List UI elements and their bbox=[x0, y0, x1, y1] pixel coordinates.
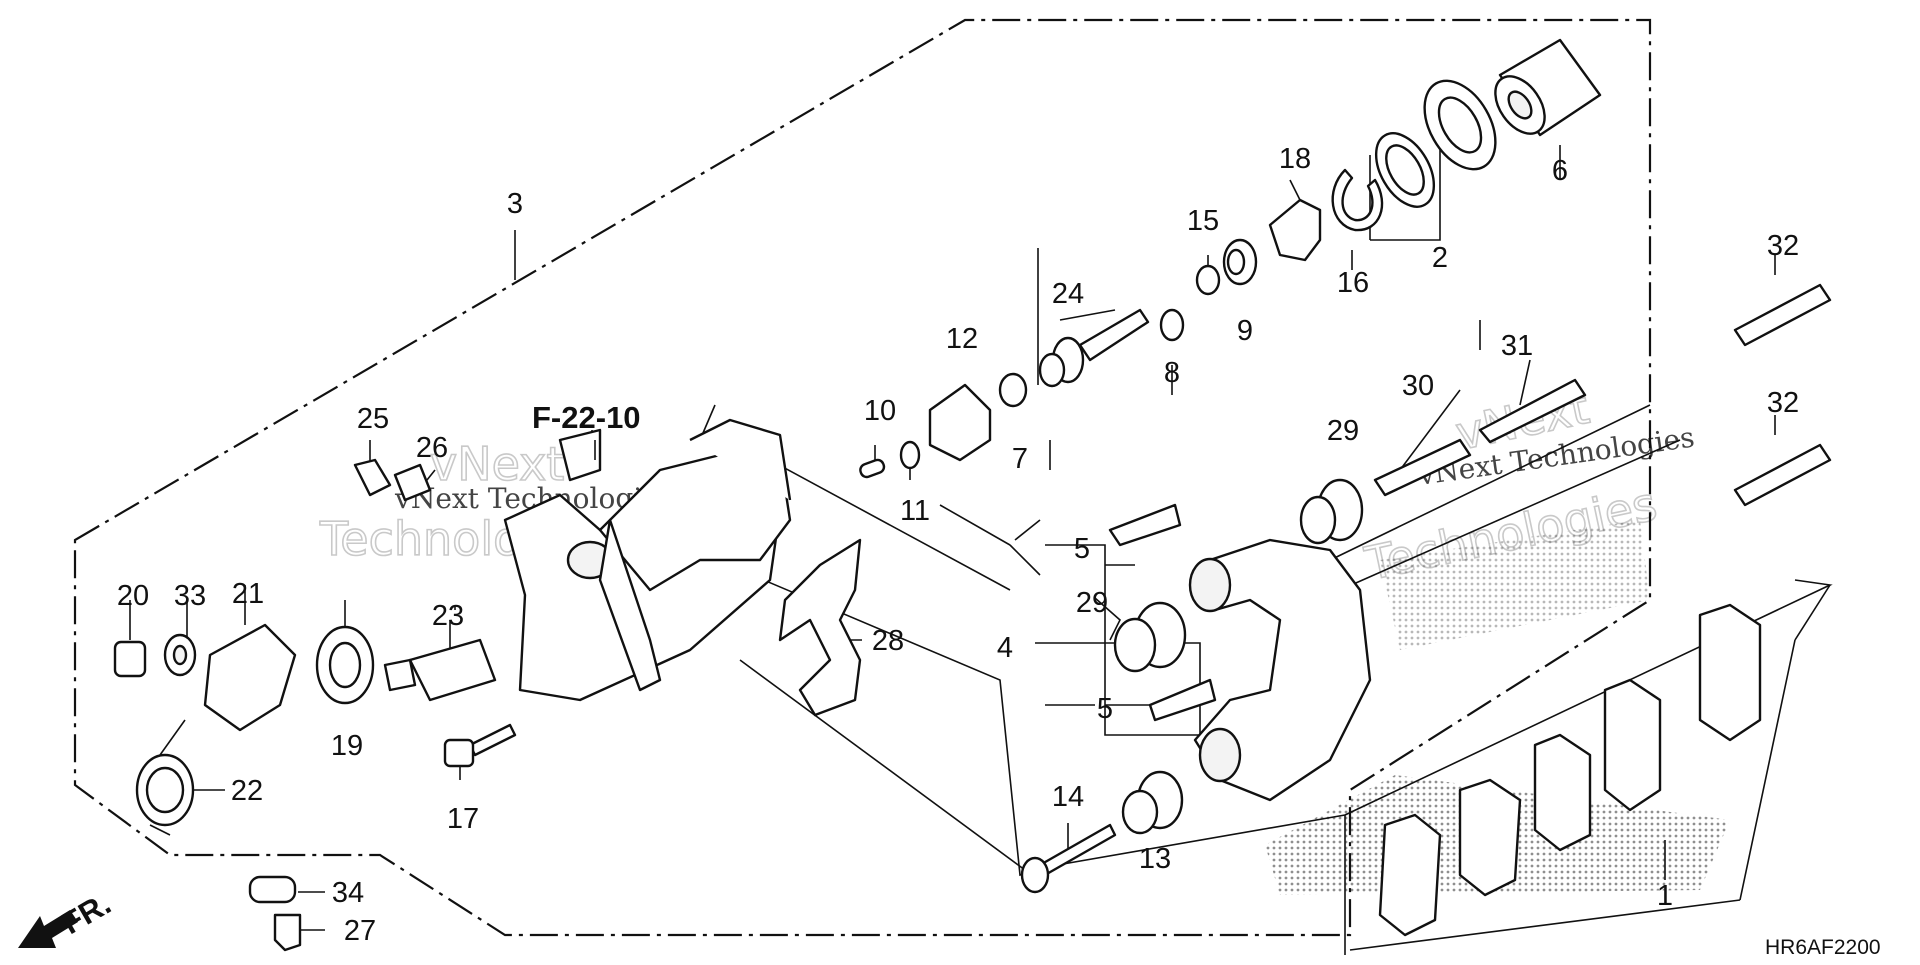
part-19-boot bbox=[315, 625, 375, 705]
watermark-line1: vNext bbox=[430, 437, 564, 491]
callout-23: 23 bbox=[432, 600, 464, 632]
callout-21: 21 bbox=[232, 578, 264, 610]
drawing-code: HR6AF2200 bbox=[1765, 936, 1881, 959]
callout-8: 8 bbox=[1164, 357, 1180, 389]
callout-7: 7 bbox=[1012, 443, 1028, 475]
part-7-washer bbox=[998, 372, 1028, 408]
part-14-slide-pin bbox=[1020, 823, 1117, 894]
callout-29a: 29 bbox=[1327, 415, 1359, 447]
part-26-cap bbox=[393, 463, 432, 502]
part-3-caliper-body bbox=[503, 418, 792, 702]
part-32-bolt-lower bbox=[1733, 443, 1832, 507]
callout-14: 14 bbox=[1052, 781, 1084, 813]
callout-27: 27 bbox=[344, 915, 376, 947]
part-20-nut bbox=[113, 640, 147, 678]
part-6-bushing bbox=[1494, 38, 1602, 137]
part-5-pad-clip-lower bbox=[1148, 678, 1217, 722]
part-32-bolt-upper bbox=[1733, 283, 1832, 347]
callout-32b: 32 bbox=[1767, 387, 1799, 419]
part-2-piston-seals bbox=[1374, 79, 1497, 208]
callout-25: 25 bbox=[357, 403, 389, 435]
callout-22: 22 bbox=[231, 775, 263, 807]
part-18-adjuster-spring bbox=[1268, 198, 1322, 262]
callout-17: 17 bbox=[447, 803, 479, 835]
front-direction-arrow: FR. bbox=[18, 886, 117, 948]
part-4-caliper-bracket bbox=[1188, 538, 1372, 802]
part-9-spring bbox=[1222, 238, 1258, 286]
reference-label: F-22-10 bbox=[532, 400, 641, 435]
part-30-slide-pin bbox=[1373, 438, 1472, 497]
callout-31: 31 bbox=[1501, 330, 1533, 362]
part-22-spring bbox=[135, 719, 195, 836]
callout-4: 4 bbox=[997, 632, 1013, 664]
part-29-boot-lower bbox=[1113, 601, 1187, 673]
shading-behind-bracket bbox=[1380, 520, 1650, 650]
callout-33: 33 bbox=[174, 580, 206, 612]
callout-12: 12 bbox=[946, 323, 978, 355]
callout-3: 3 bbox=[507, 188, 523, 220]
part-33-washer bbox=[163, 633, 197, 677]
callout-13: 13 bbox=[1139, 843, 1171, 875]
part-24-adjuster-bolt bbox=[1038, 308, 1150, 388]
part-12-cam bbox=[928, 383, 992, 462]
part-25-bleeder bbox=[353, 458, 392, 497]
callout-10: 10 bbox=[864, 395, 896, 427]
part-27-clip bbox=[273, 913, 302, 952]
pad-set-outline-right bbox=[1349, 584, 1831, 951]
part-13-boot bbox=[1121, 770, 1184, 835]
callout-6: 6 bbox=[1552, 155, 1568, 187]
part-34-cap bbox=[248, 875, 297, 904]
part-29-boot-upper bbox=[1299, 478, 1364, 545]
caliper-assembly-outline bbox=[73, 18, 1652, 937]
part-8-spring-washer bbox=[1159, 308, 1185, 342]
part-21-bracket bbox=[203, 623, 297, 732]
callout-1: 1 bbox=[1657, 880, 1673, 912]
callout-11: 11 bbox=[900, 495, 930, 527]
callout-2: 2 bbox=[1432, 242, 1448, 274]
part-16-circlip bbox=[1331, 168, 1384, 232]
part-28-shim bbox=[778, 538, 862, 717]
callout-29b: 29 bbox=[1076, 587, 1108, 619]
callout-34: 34 bbox=[332, 877, 364, 909]
callout-16: 16 bbox=[1337, 267, 1369, 299]
callout-26: 26 bbox=[416, 432, 448, 464]
callout-5a: 5 bbox=[1074, 533, 1090, 565]
callout-15: 15 bbox=[1187, 205, 1219, 237]
part-10-pin bbox=[859, 458, 886, 479]
part-1-brake-pads bbox=[1378, 603, 1762, 937]
callout-18: 18 bbox=[1279, 143, 1311, 175]
callout-20: 20 bbox=[117, 580, 149, 612]
callout-30: 30 bbox=[1402, 370, 1434, 402]
leader-lines bbox=[129, 145, 1776, 931]
direction-label: FR. bbox=[56, 886, 117, 941]
callouts: 1 2 3 4 5 5 6 7 8 9 10 11 12 13 14 15 16… bbox=[117, 143, 1799, 947]
callout-9: 9 bbox=[1237, 315, 1253, 347]
callout-19: 19 bbox=[331, 730, 363, 762]
part-15-washer bbox=[1195, 264, 1221, 296]
part-17-bolt bbox=[443, 723, 517, 768]
part-23-lever bbox=[383, 638, 497, 702]
part-31-bolt bbox=[1478, 378, 1587, 444]
part-5-pad-clip-upper bbox=[1108, 503, 1182, 547]
callout-24: 24 bbox=[1052, 278, 1084, 310]
callout-5b: 5 bbox=[1097, 693, 1113, 725]
part-11-washer bbox=[899, 440, 921, 470]
callout-28: 28 bbox=[872, 625, 904, 657]
callout-32a: 32 bbox=[1767, 230, 1799, 262]
